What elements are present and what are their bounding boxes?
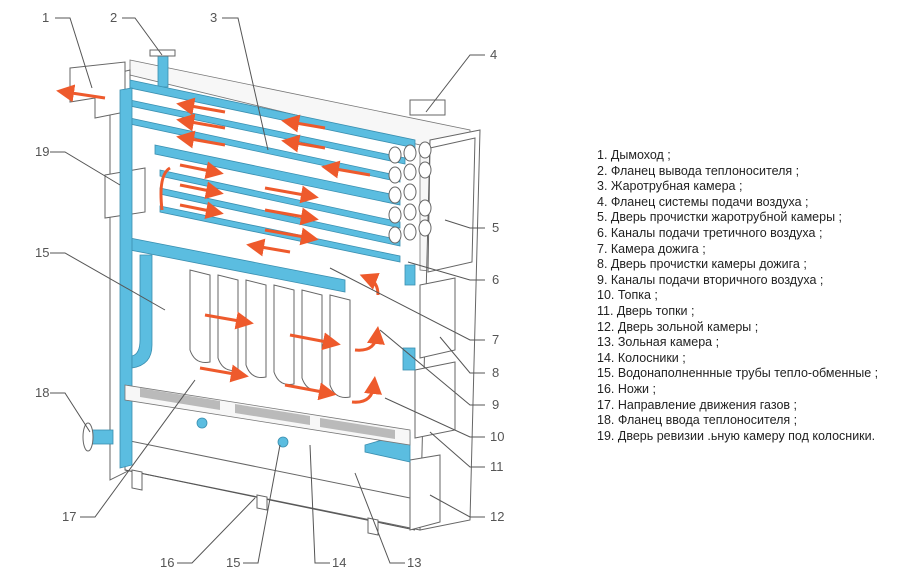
callout-14: 14 bbox=[332, 555, 346, 570]
callout-17: 17 bbox=[62, 509, 76, 524]
legend-item: 10. Топка ; bbox=[597, 288, 658, 303]
callout-4: 4 bbox=[490, 47, 497, 62]
callout-2: 2 bbox=[110, 10, 117, 25]
legend-item: 11. Дверь топки ; bbox=[597, 303, 695, 318]
callout-10: 10 bbox=[490, 429, 504, 444]
legend-item: 14. Колосники ; bbox=[597, 350, 686, 365]
callout-13: 13 bbox=[407, 555, 421, 570]
legend-item: 6. Каналы подачи третичного воздуха ; bbox=[597, 225, 823, 240]
legend-item: 12. Дверь зольной камеры ; bbox=[597, 319, 759, 334]
callout-numbers: 1 2 3 4 5 6 7 8 9 10 11 12 13 14 15 16 1… bbox=[35, 10, 504, 570]
callout-12: 12 bbox=[490, 509, 504, 524]
callout-19: 19 bbox=[35, 144, 49, 159]
grate bbox=[124, 384, 411, 448]
legend-item: 18. Фланец ввода теплоносителя ; bbox=[597, 413, 798, 428]
callout-11: 11 bbox=[490, 459, 504, 474]
legend-item: 13. Зольная камера ; bbox=[597, 335, 720, 350]
boiler-diagram: 1 2 3 4 5 6 7 8 9 10 11 12 13 14 15 16 1… bbox=[35, 10, 504, 570]
callout-3: 3 bbox=[210, 10, 217, 25]
callout-16: 16 bbox=[160, 555, 174, 570]
legend-item: 17. Направление движения газов ; bbox=[597, 397, 797, 412]
legend-item: 9. Каналы подачи вторичного воздуха ; bbox=[597, 272, 824, 287]
callout-7: 7 bbox=[492, 332, 499, 347]
legend-item: 19. Дверь ревизии .ьную камеру под колос… bbox=[597, 428, 876, 443]
callout-9: 9 bbox=[492, 397, 499, 412]
legend: 1. Дымоход ; 2. Фланец вывода теплоносит… bbox=[597, 148, 878, 444]
callout-8: 8 bbox=[492, 365, 499, 380]
callout-5: 5 bbox=[492, 220, 499, 235]
legend-item: 7. Камера дожига ; bbox=[597, 241, 706, 256]
legs bbox=[131, 469, 379, 536]
callout-15-left: 15 bbox=[35, 245, 49, 260]
legend-item: 16. Ножи ; bbox=[597, 381, 656, 396]
legend-item: 2. Фланец вывода теплоносителя ; bbox=[597, 163, 800, 178]
callout-15: 15 bbox=[226, 555, 240, 570]
callout-6: 6 bbox=[492, 272, 499, 287]
gas-flow-arrows bbox=[56, 84, 385, 404]
tube-bundle bbox=[388, 141, 432, 244]
legend-item: 1. Дымоход ; bbox=[597, 148, 671, 162]
fire-tube-chamber bbox=[82, 79, 416, 469]
callout-leaders bbox=[50, 17, 485, 564]
hanging-tubes bbox=[189, 269, 351, 398]
legend-item: 4. Фланец системы подачи воздуха ; bbox=[597, 194, 809, 209]
legend-item: 8. Дверь прочистки камеры дожига ; bbox=[597, 257, 807, 272]
legend-item: 15. Водонаполненнные трубы тепло-обменны… bbox=[597, 366, 879, 381]
legend-item: 5. Дверь прочистки жаротрубной камеры ; bbox=[597, 210, 843, 225]
callout-1: 1 bbox=[42, 10, 49, 25]
callout-18: 18 bbox=[35, 385, 49, 400]
legend-item: 3. Жаротрубная камера ; bbox=[597, 179, 743, 194]
